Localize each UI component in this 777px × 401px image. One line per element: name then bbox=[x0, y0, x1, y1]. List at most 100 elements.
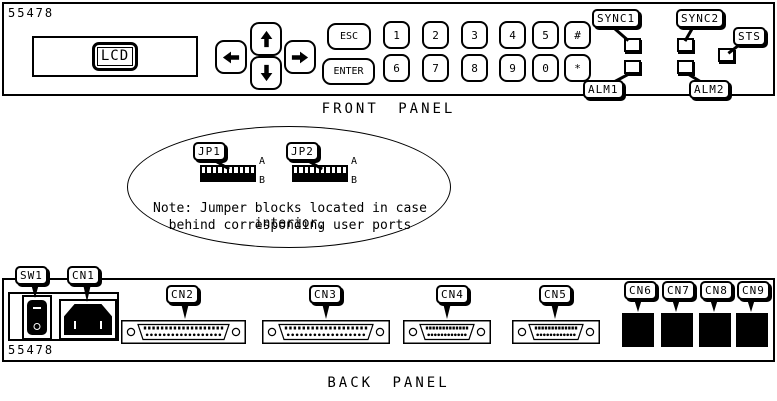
cn1-leader-arrow bbox=[83, 284, 91, 302]
jumper-position bbox=[304, 167, 309, 173]
jp2-row-a-cells bbox=[294, 167, 347, 173]
cn2-callout-label: CN2 bbox=[166, 285, 199, 304]
cn1-inlet-opening bbox=[64, 304, 112, 335]
jumper-position bbox=[229, 167, 233, 173]
back-model-number: 55478 bbox=[8, 343, 55, 357]
jumper-position bbox=[294, 167, 298, 173]
cn3-db-connector bbox=[262, 320, 390, 344]
jumper-position bbox=[239, 167, 244, 173]
key-1: 1 bbox=[383, 21, 410, 49]
cn8-callout-label: CN8 bbox=[700, 281, 733, 300]
jumper-position bbox=[310, 167, 314, 173]
cn9-leader-arrow bbox=[747, 299, 755, 312]
cn5-db-connector bbox=[512, 320, 600, 344]
jumper-position bbox=[207, 167, 211, 173]
arrow-up-icon bbox=[260, 30, 272, 48]
cn1-callout-label: CN1 bbox=[67, 266, 100, 285]
cn7-jack bbox=[661, 313, 693, 347]
power-entry-box bbox=[8, 292, 119, 341]
sw1-rocker-body bbox=[27, 300, 47, 335]
key-5: 5 bbox=[532, 21, 559, 49]
esc-button: ESC bbox=[327, 23, 371, 50]
jp1-row-a-cells bbox=[202, 167, 255, 173]
cn1-inlet-pin-left bbox=[73, 321, 76, 330]
cn7-leader-arrow bbox=[672, 299, 680, 312]
power-on-mark-icon bbox=[33, 307, 41, 309]
key-hash: # bbox=[564, 21, 591, 49]
key-3: 3 bbox=[461, 21, 488, 49]
sts-callout-label: STS bbox=[733, 27, 766, 46]
cn3-callout-label: CN3 bbox=[309, 285, 342, 304]
jp2-callout-label: JP2 bbox=[286, 142, 319, 161]
jp2-row-a-label: A bbox=[351, 156, 358, 167]
cn5-callout-label: CN5 bbox=[539, 285, 572, 304]
enter-button: ENTER bbox=[322, 58, 375, 85]
jumper-note-line2: behind corresponding user ports bbox=[168, 218, 412, 233]
key-8: 8 bbox=[461, 54, 488, 82]
sync1-callout-label: SYNC1 bbox=[592, 9, 641, 28]
cn6-leader-arrow bbox=[634, 299, 642, 312]
jp1-callout-label: JP1 bbox=[193, 142, 226, 161]
sync1-led bbox=[624, 38, 641, 52]
arrow-right-button bbox=[284, 40, 316, 74]
sw1-callout-label: SW1 bbox=[15, 266, 48, 285]
cn4-callout-label: CN4 bbox=[436, 285, 469, 304]
arrow-down-button bbox=[250, 56, 282, 90]
cn2-db-connector bbox=[121, 320, 246, 344]
jumper-position bbox=[315, 167, 320, 173]
cn9-jack bbox=[736, 313, 768, 347]
front-model-number: 55478 bbox=[8, 6, 55, 20]
cn4-db-connector bbox=[403, 320, 491, 344]
jumper-position bbox=[326, 167, 330, 173]
jumper-position bbox=[321, 167, 325, 173]
jumper-position bbox=[337, 167, 341, 173]
cn6-jack bbox=[622, 313, 654, 347]
jumper-position bbox=[218, 167, 222, 173]
key-9: 9 bbox=[499, 54, 526, 82]
cn9-callout-label: CN9 bbox=[737, 281, 770, 300]
alm2-callout-label: ALM2 bbox=[689, 80, 730, 99]
cn8-jack bbox=[699, 313, 731, 347]
arrow-left-button bbox=[215, 40, 247, 74]
key-4: 4 bbox=[499, 21, 526, 49]
front-panel-caption: FRONT PANEL bbox=[321, 101, 456, 117]
sw1-leader-arrow bbox=[31, 284, 39, 298]
sync2-callout-label: SYNC2 bbox=[676, 9, 725, 28]
jumper-note-line1: Note: Jumper blocks located in case inte… bbox=[153, 201, 427, 231]
arrow-up-button bbox=[250, 22, 282, 56]
cn2-leader-arrow bbox=[181, 303, 189, 319]
alm1-led bbox=[624, 60, 641, 74]
arrow-left-icon bbox=[222, 51, 240, 63]
arrow-down-icon bbox=[260, 64, 272, 82]
key-star: * bbox=[564, 54, 591, 82]
jp1-row-b-label: B bbox=[259, 175, 266, 186]
lcd-label: LCD bbox=[96, 47, 134, 66]
alm2-led bbox=[677, 60, 694, 74]
power-off-mark-icon bbox=[33, 323, 41, 330]
cn6-callout-label: CN6 bbox=[624, 281, 657, 300]
cn1-inlet-pin-right bbox=[100, 321, 103, 330]
jumper-position bbox=[250, 167, 255, 173]
alm1-callout-label: ALM1 bbox=[583, 80, 624, 99]
jp2-row-b-label: B bbox=[351, 175, 358, 186]
cn7-callout-label: CN7 bbox=[662, 281, 695, 300]
jumper-position bbox=[234, 167, 238, 173]
jumper-position bbox=[202, 167, 206, 173]
jp2-jumper-block bbox=[292, 165, 348, 182]
lcd-display-area: LCD bbox=[32, 36, 198, 77]
jumper-position bbox=[299, 167, 303, 173]
lcd-badge: LCD bbox=[91, 42, 139, 71]
sw1-rocker-switch bbox=[22, 295, 52, 340]
key-0: 0 bbox=[532, 54, 559, 82]
back-panel-caption: BACK PANEL bbox=[327, 375, 450, 391]
arrow-right-icon bbox=[291, 51, 309, 63]
cn8-leader-arrow bbox=[710, 299, 718, 312]
jumper-position bbox=[212, 167, 217, 173]
key-7: 7 bbox=[422, 54, 449, 82]
key-2: 2 bbox=[422, 21, 449, 49]
jumper-position bbox=[223, 167, 228, 173]
jumper-position bbox=[245, 167, 249, 173]
jp1-row-a-label: A bbox=[259, 156, 266, 167]
key-6: 6 bbox=[383, 54, 410, 82]
